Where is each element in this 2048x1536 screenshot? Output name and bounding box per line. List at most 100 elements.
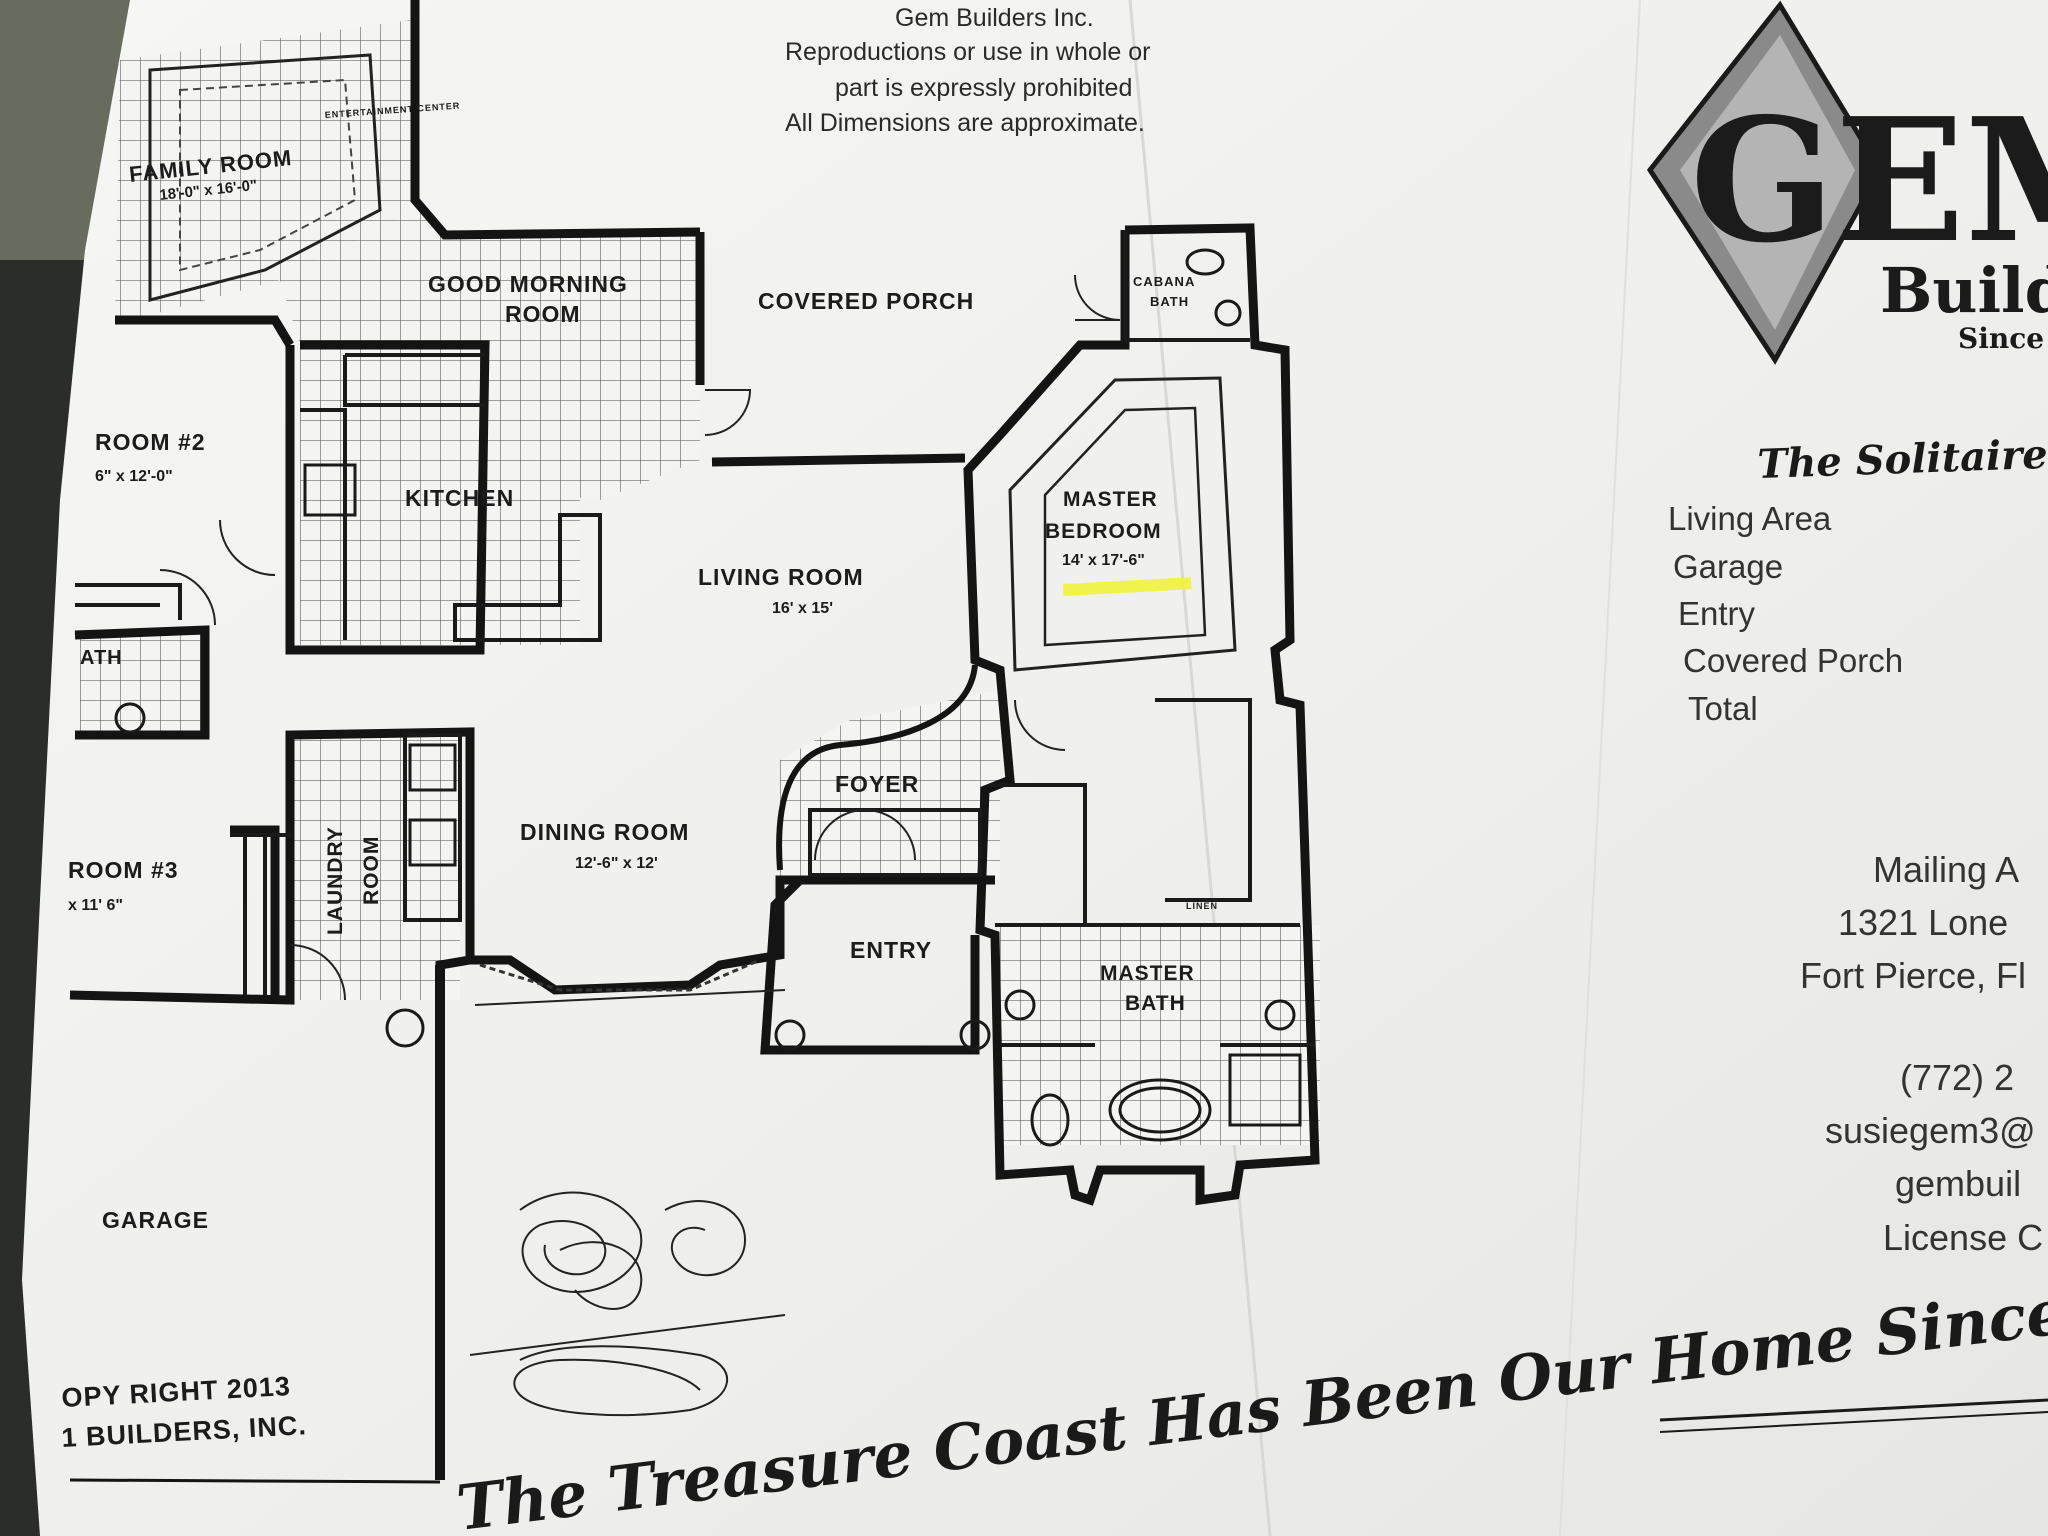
toilet [1030, 1093, 1070, 1147]
cabana-label: CABANA [1133, 274, 1195, 289]
bath-label: ATH [80, 647, 123, 669]
door-swing [704, 389, 752, 436]
paper-fold [1559, 0, 1641, 1536]
sink [1214, 299, 1242, 327]
master-bath-tile [1000, 925, 1320, 1145]
notice-line-2: Reproductions or use in whole or [785, 38, 1150, 66]
laundry-label-2: ROOM [360, 836, 383, 905]
notice-block: Gem Builders Inc. Reproductions or use i… [785, 4, 1150, 137]
dining-room-label: DINING ROOM [520, 819, 689, 845]
tub-inner [1118, 1086, 1202, 1134]
bedroom3-label: ROOM #3 [68, 857, 179, 883]
linen-label: LINEN [1186, 901, 1218, 911]
bedroom3-dim: x 11' 6" [68, 897, 123, 914]
area-row: Total [1688, 690, 1758, 727]
area-table: Living Area Garage Entry Covered Porch T… [1668, 500, 1903, 727]
master-closet [990, 783, 1087, 925]
garage-label: GARAGE [102, 1207, 209, 1233]
model-name: The Solitaire [1757, 431, 2048, 488]
family-room-bay [148, 53, 382, 302]
foyer-tile [780, 690, 1000, 880]
notice-line-3: part is expressly prohibited [835, 74, 1132, 102]
kitchen-counter [343, 353, 485, 407]
floor-plan: ENTERTAINMENT CENTER FAMILY ROOM 18'-0" … [61, 0, 1320, 1484]
tray-ceiling-inner [1043, 406, 1207, 647]
dryer [408, 818, 457, 867]
area-row: Living Area [1668, 500, 1832, 537]
living-room-dim: 16' x 15' [772, 600, 833, 617]
family-room-tile [115, 20, 420, 320]
wall [410, 0, 701, 240]
shrub-scribbles [469, 989, 786, 1416]
tray-ceiling-outer [1008, 376, 1237, 672]
website: gembuil [1895, 1163, 2021, 1204]
area-row: Garage [1673, 548, 1783, 585]
wall [115, 315, 294, 348]
license: License C [1883, 1217, 2043, 1258]
tub [1108, 1078, 1212, 1142]
door-swing [814, 809, 916, 861]
foyer-curve [776, 664, 978, 871]
washer [408, 743, 457, 792]
bedroom3-closet [230, 833, 290, 995]
dining-bay [479, 958, 761, 992]
dining-room-dim: 12'-6" x 12' [575, 855, 658, 872]
master-bedroom-label-2: BEDROOM [1045, 520, 1162, 543]
bedroom2-dim: 6" x 12'-0" [95, 468, 173, 485]
good-morning-label-2: ROOM [505, 301, 581, 327]
door-swing [1014, 699, 1066, 751]
bedroom2-closet [75, 583, 182, 620]
entry-closet [808, 808, 982, 877]
logo-since: Since [1958, 322, 2044, 355]
door-swing [289, 944, 346, 1001]
laundry-label: LAUNDRY [324, 826, 347, 935]
wall [963, 223, 1320, 1206]
cabana-bath-wall [1123, 230, 1250, 342]
laundry-tile [290, 735, 460, 1000]
area-row: Covered Porch [1683, 642, 1903, 679]
water-heater [385, 1008, 425, 1048]
mailing-label: Mailing A [1873, 849, 2019, 890]
living-room-label: LIVING ROOM [698, 564, 864, 590]
door-swing [1074, 274, 1121, 321]
bedroom2-label: ROOM #2 [95, 429, 206, 455]
entry-label: ENTRY [850, 937, 932, 963]
area-row: Entry [1678, 595, 1756, 632]
cabana-label-2: BATH [1150, 294, 1189, 309]
wall [285, 340, 490, 655]
range [303, 463, 357, 517]
paper-fold [1128, 0, 1272, 1536]
notice-line-4: All Dimensions are approximate. [785, 109, 1145, 137]
phone: (772) 2 [1900, 1057, 2014, 1098]
logo-sub: Build [1880, 254, 2048, 327]
kitchen-label: KITCHEN [405, 485, 514, 511]
wall [230, 825, 280, 1000]
gem-logo: GEM Build Since [1646, 0, 2048, 365]
shower [1228, 1053, 1302, 1127]
master-bath-label: MASTER [1100, 962, 1195, 985]
garage-door-line [69, 1478, 441, 1484]
master-bath-wall [995, 923, 1315, 1047]
sink [1004, 989, 1036, 1021]
door-swing [159, 519, 276, 626]
master-bath-label-2: BATH [1125, 992, 1186, 1015]
city: Fort Pierce, Fl [1800, 955, 2026, 996]
sink [114, 702, 146, 734]
laundry-shelf [403, 733, 462, 922]
good-morning-label: GOOD MORNING [428, 271, 628, 297]
notice-line-1: Gem Builders Inc. [895, 4, 1094, 32]
entry-column [959, 1019, 991, 1051]
street: 1321 Lone [1838, 902, 2008, 943]
family-room-bay-inner [179, 78, 357, 272]
entry-column [774, 1019, 806, 1051]
wall [711, 453, 966, 467]
highlighter-mark [1063, 577, 1192, 596]
email: susiegem3@ [1825, 1110, 2036, 1151]
sink [1264, 999, 1296, 1031]
master-closet [1155, 698, 1252, 902]
contact-block: Mailing A 1321 Lone Fort Pierce, Fl (772… [1800, 849, 2043, 1258]
logo-brand: GEM [1690, 81, 2048, 281]
master-bedroom-dim: 14' x 17'-6" [1062, 552, 1145, 569]
covered-porch-label: COVERED PORCH [758, 288, 974, 314]
